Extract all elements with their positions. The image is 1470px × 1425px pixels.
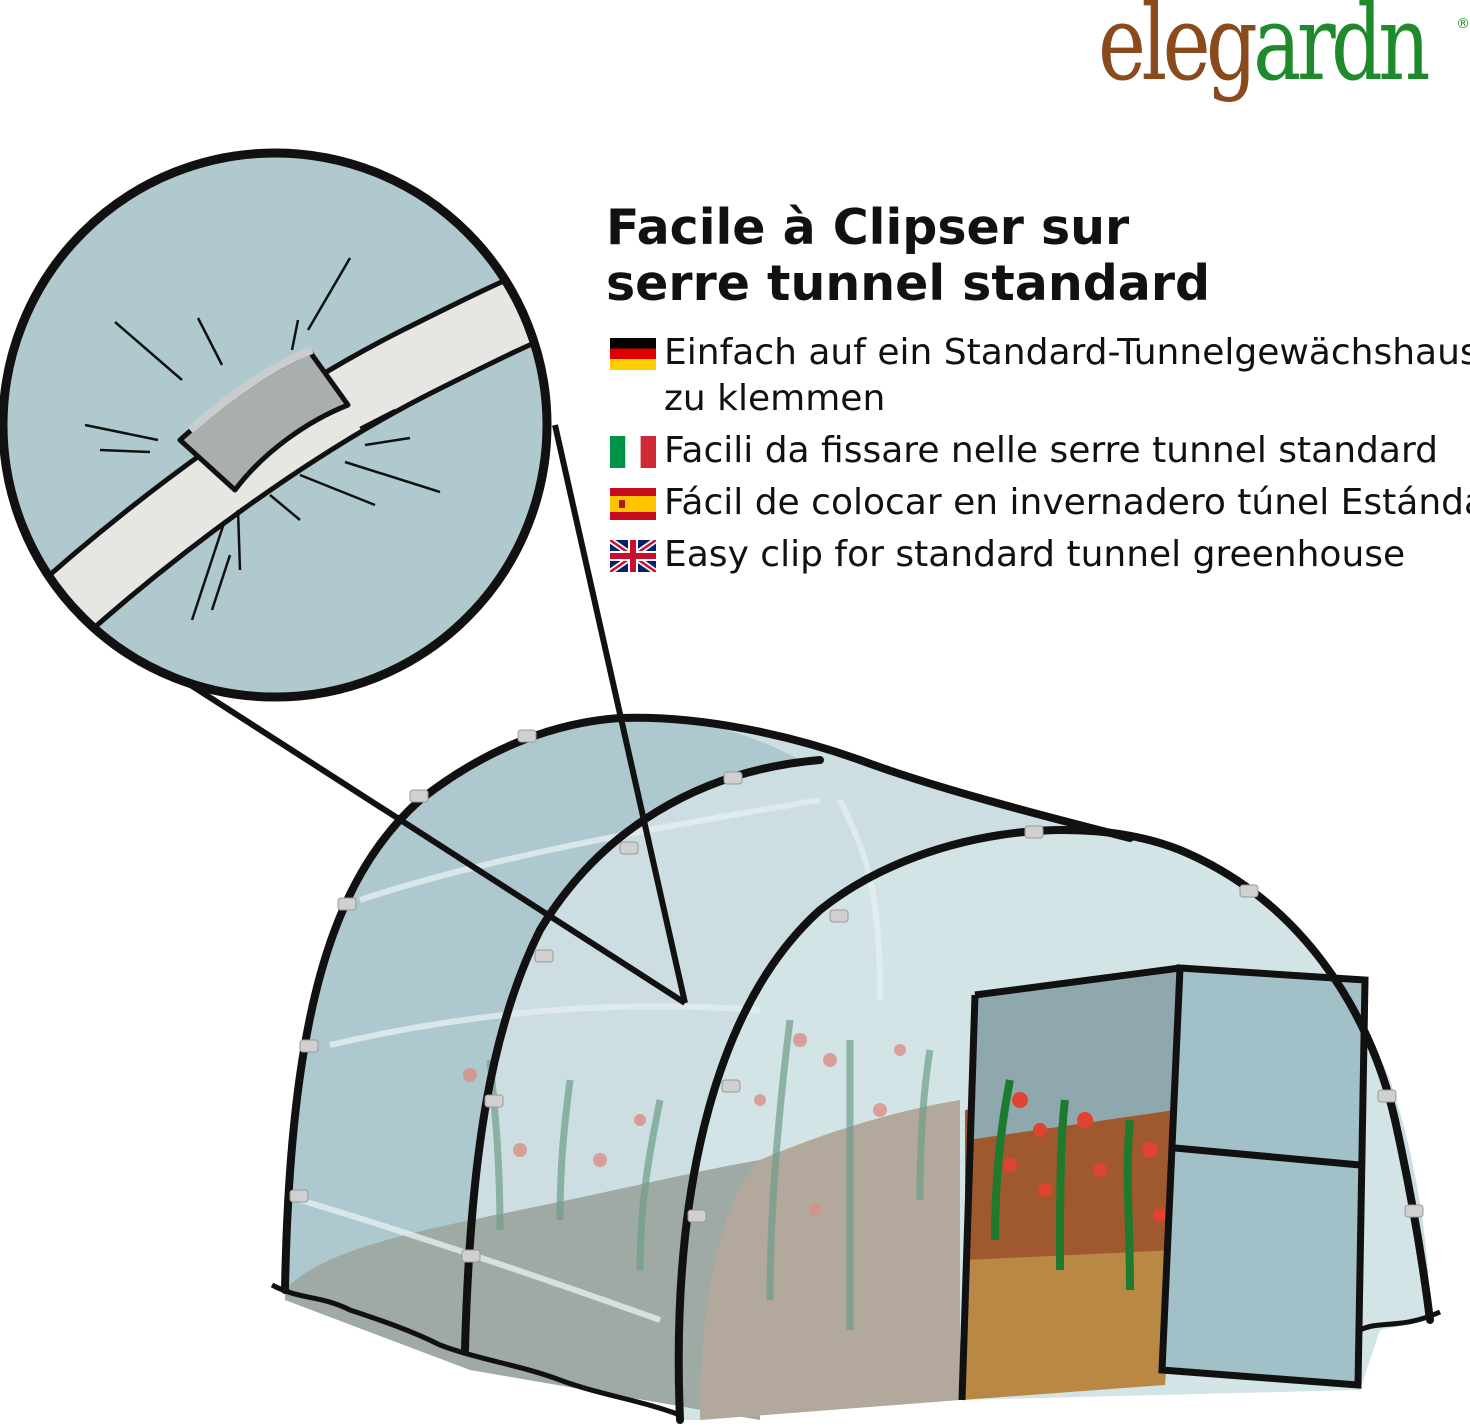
english-text: Easy clip for standard tunnel greenhouse	[664, 534, 1406, 575]
list-item-german: Einfach auf ein Standard-Tunnelgewächsha…	[608, 330, 1470, 422]
list-item-italian: Facili da fissare nelle serre tunnel sta…	[608, 428, 1468, 474]
heading-line-1: Facile à Clipser sur	[606, 199, 1130, 256]
heading-line-2: serre tunnel standard	[606, 255, 1211, 312]
spanish-text: Fácil de colocar en invernadero túnel Es…	[664, 482, 1470, 523]
spain-flag-icon	[610, 488, 656, 520]
uk-flag-icon	[610, 540, 656, 572]
german-text-line-2: zu klemmen	[664, 378, 886, 419]
elegardn-logo: elegardn ®	[1098, 0, 1470, 140]
german-text-line-1: Einfach auf ein Standard-Tunnelgewächsha…	[664, 332, 1470, 373]
greenhouse	[270, 713, 1442, 1424]
logo-text-part1: eleg	[1098, 0, 1258, 104]
language-list: Einfach auf ein Standard-Tunnelgewächsha…	[608, 330, 1470, 578]
page-heading: Facile à Clipser sur serre tunnel standa…	[606, 200, 1210, 312]
registered-mark: ®	[1456, 16, 1470, 32]
germany-flag-icon	[610, 338, 656, 370]
list-item-english: Easy clip for standard tunnel greenhouse	[608, 532, 1468, 578]
italy-flag-icon	[610, 436, 656, 468]
logo-wordmark: elegardn	[1098, 0, 1430, 104]
list-item-spanish: Fácil de colocar en invernadero túnel Es…	[608, 480, 1470, 526]
clip-zoom-detail	[0, 148, 552, 702]
logo-text-part2: ardn	[1253, 0, 1430, 104]
callout-lines	[173, 424, 688, 1006]
italian-text: Facili da fissare nelle serre tunnel sta…	[664, 430, 1438, 471]
